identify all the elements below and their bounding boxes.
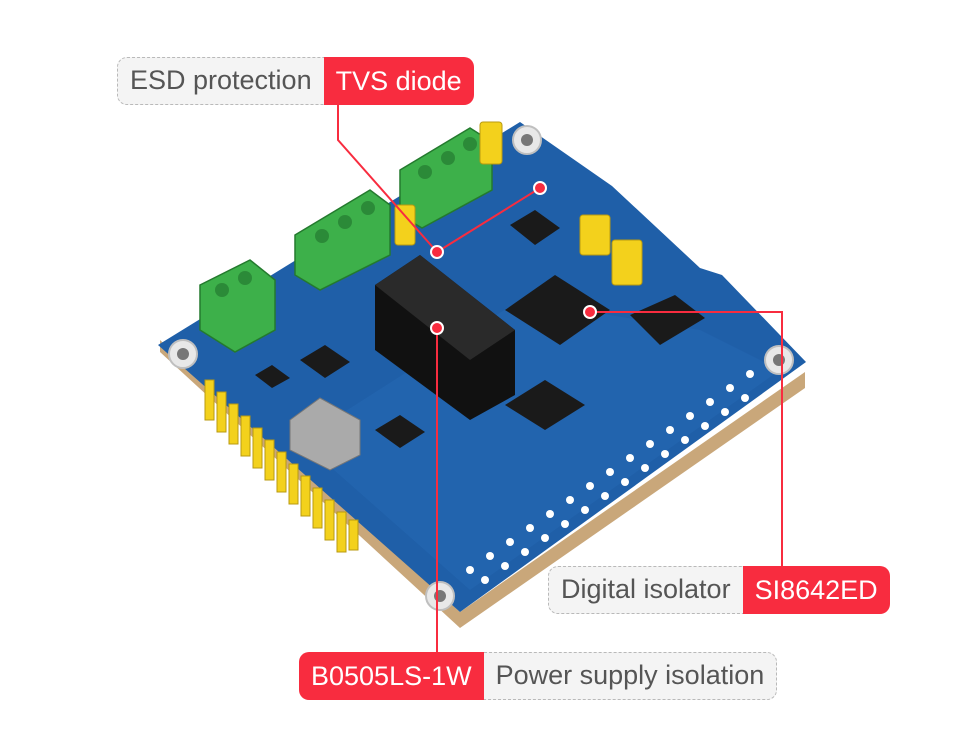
ic-chips	[255, 210, 705, 448]
callout-description: Power supply isolation	[483, 652, 778, 700]
inductor	[289, 397, 361, 471]
callout-tvs-diode: ESD protection TVS diode	[117, 57, 474, 105]
pin-header	[204, 379, 359, 553]
gpio-holes	[466, 370, 754, 584]
callout-description: ESD protection	[117, 57, 324, 105]
jumpers	[394, 121, 643, 286]
callout-description: Digital isolator	[548, 566, 743, 614]
callout-part: B0505LS-1W	[299, 652, 484, 700]
leader-lines	[337, 105, 783, 652]
callout-part: TVS diode	[323, 57, 474, 105]
callout-digital-isolator: Digital isolator SI8642ED	[548, 566, 890, 614]
callout-part: SI8642ED	[742, 566, 890, 614]
callout-dots	[430, 181, 597, 335]
power-module-b0505ls	[375, 255, 515, 420]
callout-power-isolation: B0505LS-1W Power supply isolation	[299, 652, 778, 700]
screw-terminals	[199, 127, 493, 353]
